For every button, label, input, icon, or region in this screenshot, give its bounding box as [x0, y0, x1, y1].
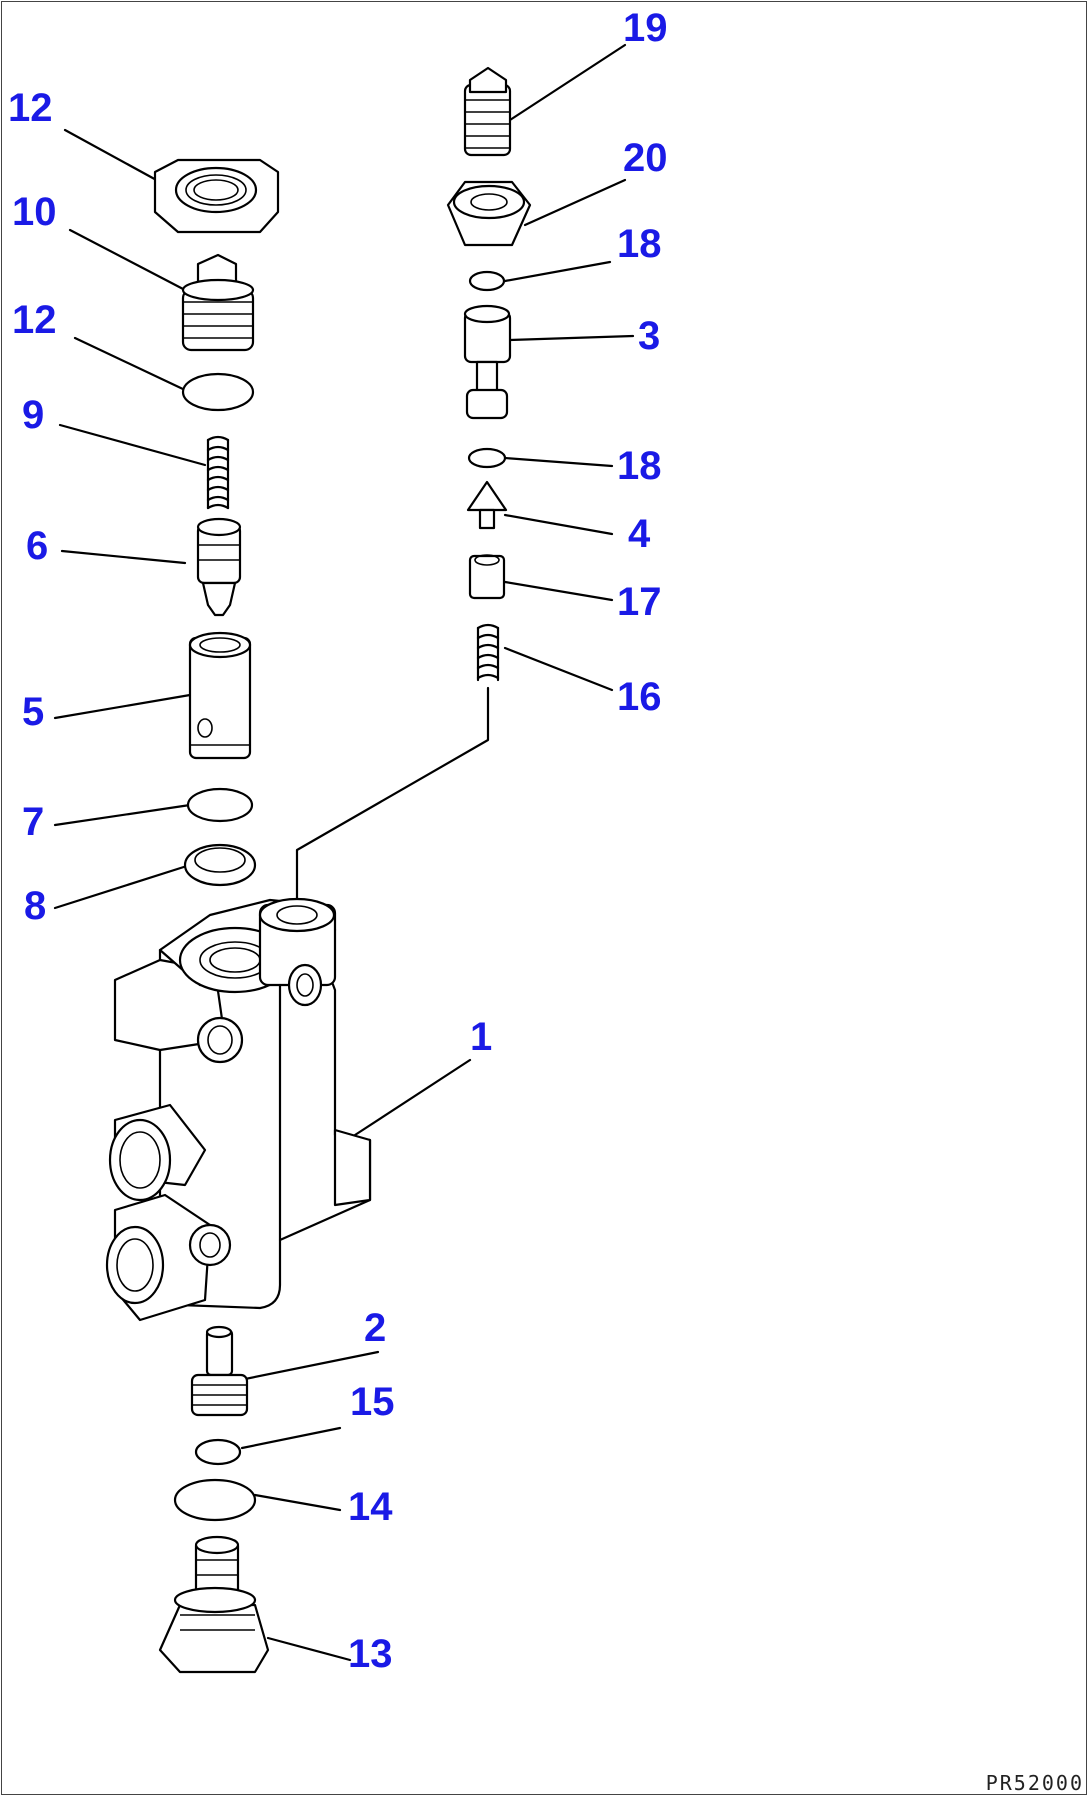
callout-2: 2 [364, 1306, 387, 1350]
part-11-lock-nut [153, 158, 280, 234]
callout-14: 14 [348, 1485, 393, 1529]
part-9-spring [206, 435, 230, 510]
callout-16: 16 [617, 675, 662, 719]
part-18-o-ring-upper [468, 270, 506, 292]
part-1-valve-body [105, 897, 372, 1322]
part-8-backup-ring [183, 843, 257, 887]
callout-4: 4 [628, 512, 651, 556]
part-7-o-ring [186, 787, 254, 823]
callout-3: 3 [638, 314, 661, 358]
part-18-o-ring-lower [467, 447, 507, 469]
leader-lines [53, 43, 635, 1662]
callout-12: 12 [12, 298, 57, 342]
callout-19: 19 [623, 6, 668, 50]
part-17-seat [468, 554, 506, 600]
callout-18-upper: 18 [617, 222, 662, 266]
part-20-nut [446, 180, 532, 247]
callout-20: 20 [623, 136, 668, 180]
part-10-adjust-screw [181, 253, 255, 352]
part-16-spring [476, 623, 500, 682]
part-4-cone [466, 480, 508, 530]
callout-17: 17 [617, 580, 662, 624]
callout-10: 10 [12, 190, 57, 234]
part-14-gasket [173, 1478, 257, 1522]
callout-11: 12 [8, 86, 53, 130]
callout-9: 9 [22, 393, 45, 437]
part-13-hex-plug [158, 1535, 270, 1674]
part-15-o-ring [194, 1438, 242, 1466]
callout-7: 7 [22, 800, 45, 844]
callout-8: 8 [24, 884, 47, 928]
part-3-piston [463, 304, 512, 420]
callout-5: 5 [22, 690, 45, 734]
part-12-o-ring [181, 372, 255, 412]
part-6-poppet [196, 517, 242, 617]
drawing-code: PR52000 [985, 1771, 1084, 1795]
part-19-bolt [463, 66, 512, 157]
callout-15: 15 [350, 1380, 395, 1424]
callout-1: 1 [470, 1015, 493, 1059]
callout-18-lower: 18 [617, 444, 662, 488]
part-2-plug [190, 1325, 249, 1417]
callout-6: 6 [26, 524, 49, 568]
part-5-sleeve [188, 631, 252, 760]
callout-13: 13 [348, 1632, 393, 1676]
